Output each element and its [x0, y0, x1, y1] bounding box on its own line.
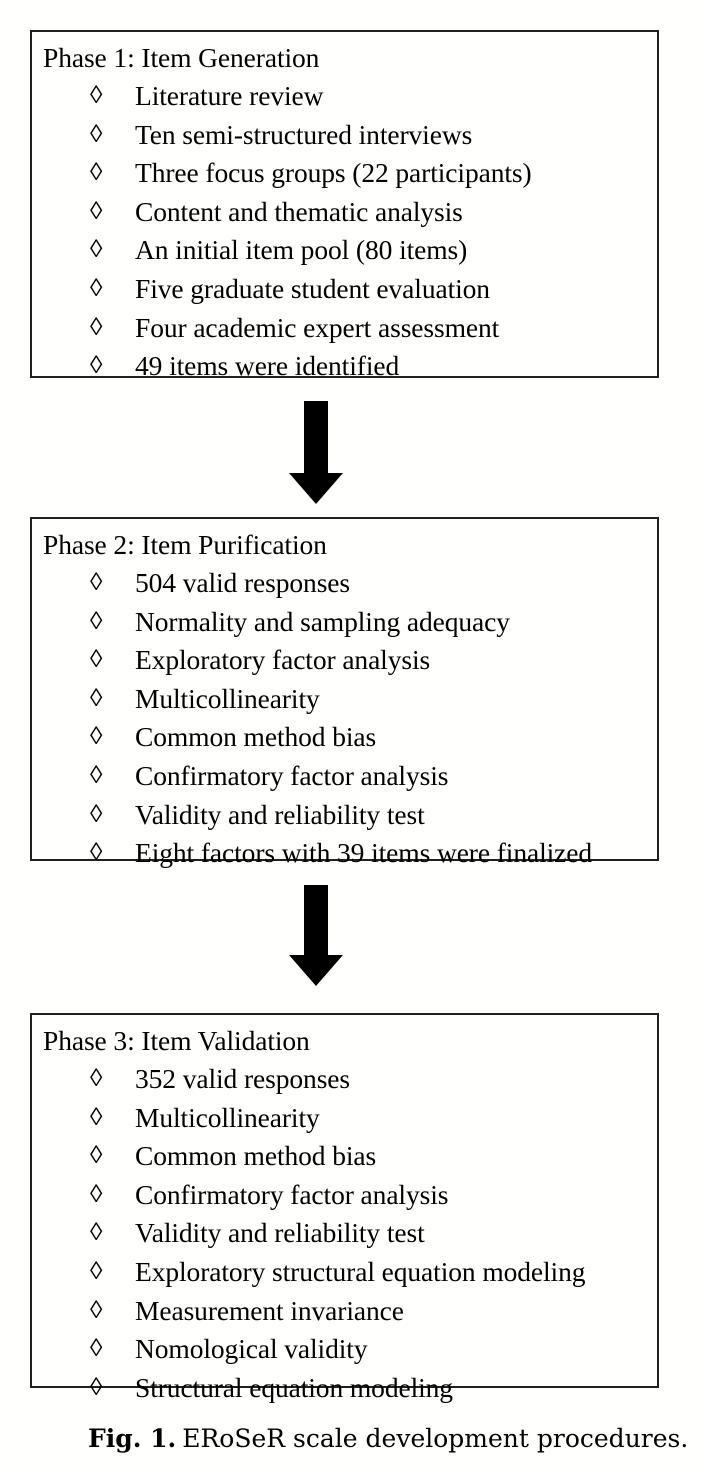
list-item-label: 352 valid responses: [135, 1063, 351, 1094]
diamond-bullet-icon: ◊: [90, 1103, 103, 1131]
list-item-label: Five graduate student evaluation: [135, 272, 490, 304]
diamond-bullet-icon: ◊: [90, 1219, 103, 1247]
list-item-label: Literature review: [135, 80, 324, 111]
diamond-bullet-icon: ◊: [90, 1180, 103, 1208]
list-item-label: Multicollinearity: [135, 1101, 320, 1133]
list-item-label: Eight factors with 39 items were finaliz…: [135, 837, 593, 869]
list-item-label: Structural equation modeling: [135, 1371, 453, 1403]
diamond-bullet-icon: ◊: [90, 313, 103, 341]
list-item-label: 49 items were identified: [135, 350, 400, 382]
list-item-label: Confirmatory factor analysis: [135, 759, 449, 791]
list-item-label: An initial item pool (80 items): [135, 234, 468, 266]
list-item-label: Content and thematic analysis: [135, 195, 463, 227]
diamond-bullet-icon: ◊: [90, 839, 103, 867]
list-item-label: Confirmatory factor analysis: [135, 1178, 449, 1210]
list-item-label: Nomological validity: [135, 1333, 368, 1365]
diamond-bullet-icon: ◊: [90, 1065, 103, 1092]
diamond-bullet-icon: ◊: [90, 236, 103, 264]
list-item-label: Common method bias: [135, 721, 377, 753]
diamond-bullet-icon: ◊: [90, 646, 103, 674]
list-item-label: Four academic expert assessment: [135, 311, 500, 343]
phase-2-title: Phase 2: Item Purification: [43, 529, 327, 560]
diamond-bullet-icon: ◊: [90, 274, 103, 302]
diamond-bullet-icon: ◊: [90, 1142, 103, 1170]
figure-caption: Fig. 1.ERoSeR scale development procedur…: [88, 1424, 688, 1454]
diamond-bullet-icon: ◊: [90, 800, 103, 828]
phase-1-title: Phase 1: Item Generation: [43, 42, 320, 73]
down-arrow-icon-phase2-to-phase3: [289, 885, 343, 986]
phase-3-title: Phase 3: Item Validation: [43, 1025, 310, 1056]
diamond-bullet-icon: ◊: [90, 569, 103, 596]
list-item-label: Validity and reliability test: [135, 1217, 425, 1249]
diamond-bullet-icon: ◊: [90, 352, 103, 380]
phase-box-1: Phase 1: Item Generation ◊ Literature re…: [30, 30, 659, 381]
diamond-bullet-icon: ◊: [90, 607, 103, 635]
phase-box-3: Phase 3: Item Validation ◊ 352 valid res…: [30, 1013, 659, 1403]
diamond-bullet-icon: ◊: [90, 684, 103, 712]
diamond-bullet-icon: ◊: [90, 1335, 103, 1363]
list-item-label: Validity and reliability test: [135, 798, 425, 830]
diamond-bullet-icon: ◊: [90, 82, 103, 109]
diamond-bullet-icon: ◊: [90, 723, 103, 751]
list-item-label: Exploratory structural equation modeling: [135, 1255, 586, 1287]
list-item-label: Multicollinearity: [135, 682, 320, 714]
list-item-label: Measurement invariance: [135, 1294, 404, 1326]
diamond-bullet-icon: ◊: [90, 120, 103, 148]
down-arrow-icon-phase1-to-phase2: [289, 401, 343, 504]
caption-text: ERoSeR scale development procedures.: [182, 1424, 689, 1453]
list-item-label: Three focus groups (22 participants): [135, 157, 532, 189]
caption-prefix: Fig. 1.: [88, 1424, 177, 1453]
list-item-label: Exploratory factor analysis: [135, 644, 431, 676]
diamond-bullet-icon: ◊: [90, 159, 103, 187]
list-item-label: Common method bias: [135, 1140, 377, 1172]
list-item-label: Ten semi-structured interviews: [135, 118, 473, 150]
diamond-bullet-icon: ◊: [90, 1257, 103, 1285]
list-item-label: Normality and sampling adequacy: [135, 605, 510, 637]
list-item-label: 504 valid responses: [135, 567, 351, 598]
diamond-bullet-icon: ◊: [90, 1296, 103, 1324]
diamond-bullet-icon: ◊: [90, 1373, 103, 1401]
phase-box-2: Phase 2: Item Purification ◊ 504 valid r…: [30, 517, 659, 868]
diamond-bullet-icon: ◊: [90, 761, 103, 789]
diamond-bullet-icon: ◊: [90, 197, 103, 225]
